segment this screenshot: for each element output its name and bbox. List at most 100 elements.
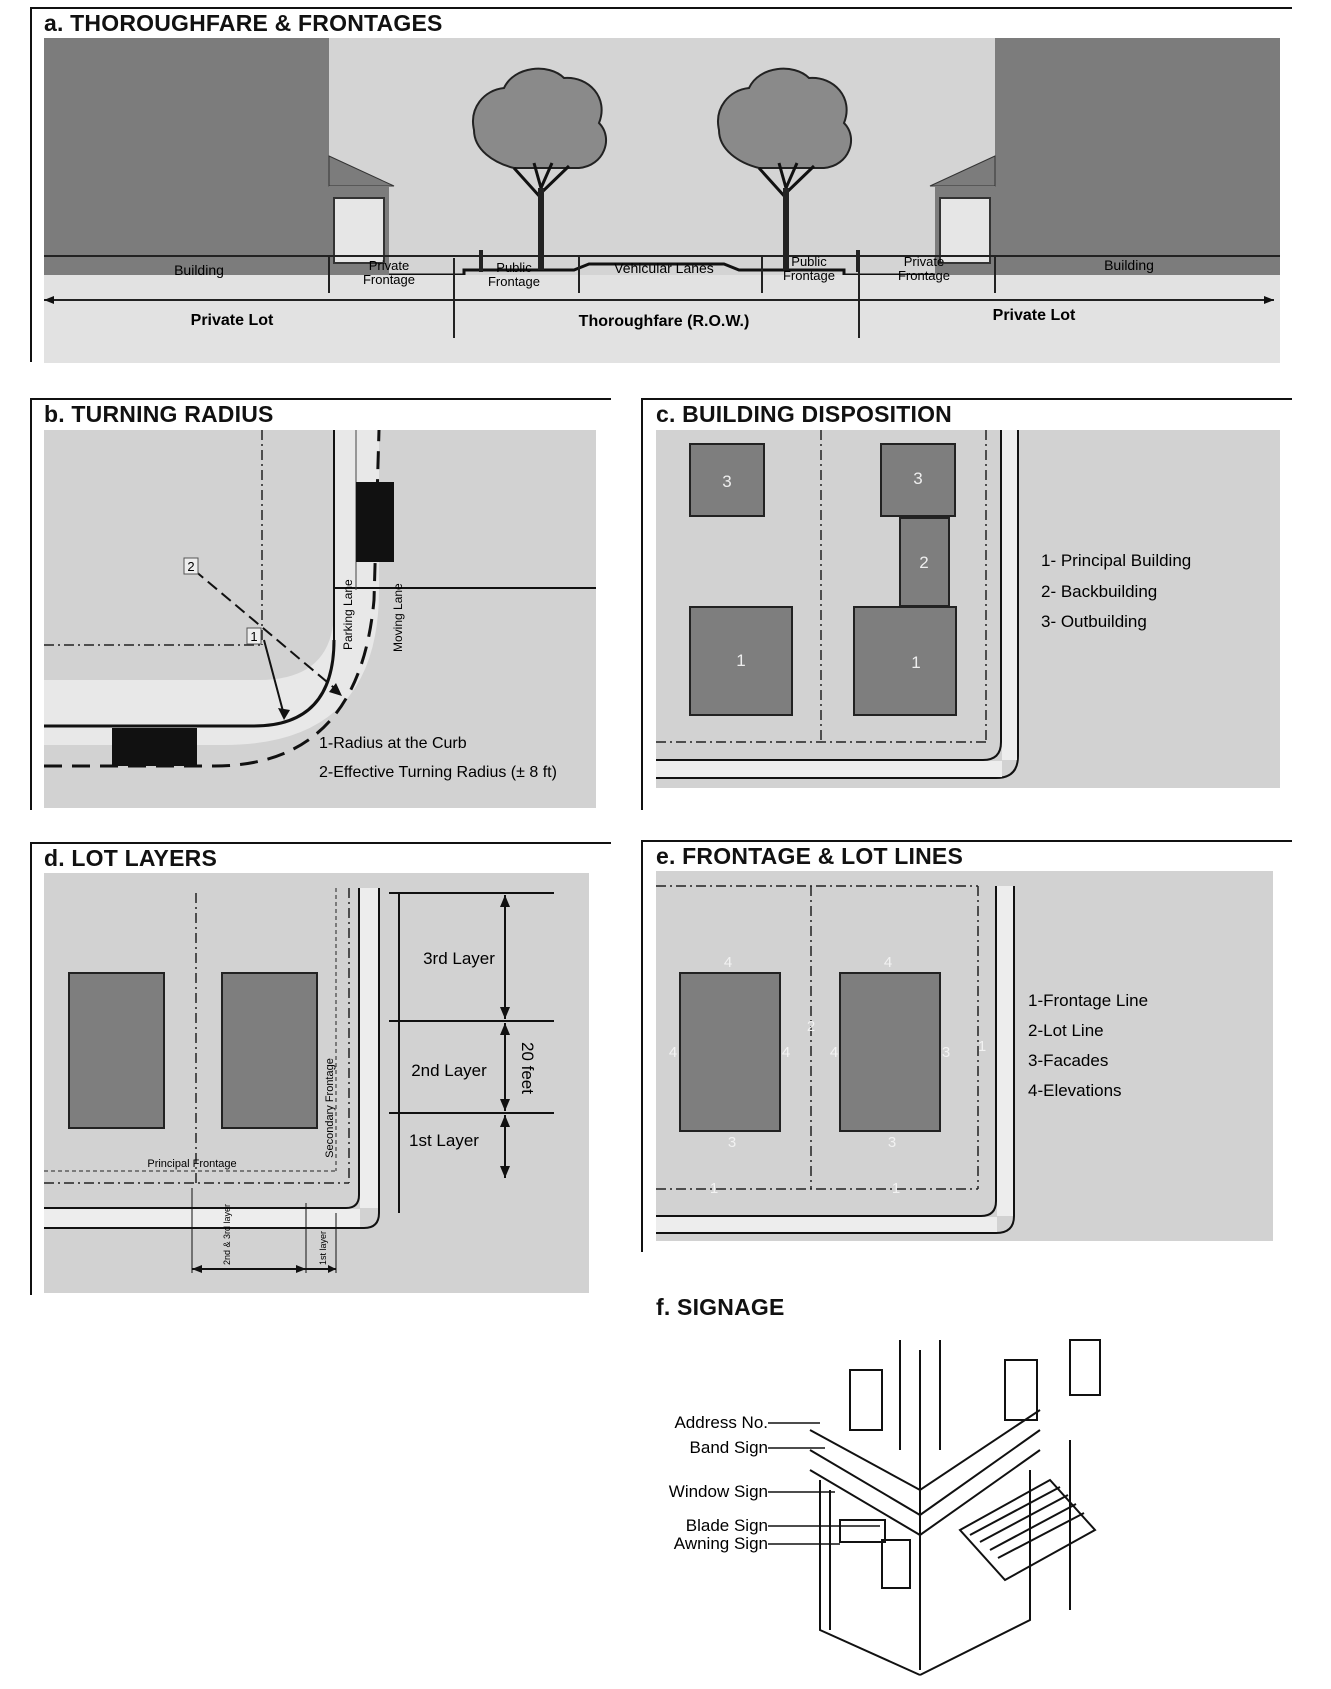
- label-public-frontage-left-1: Public: [496, 260, 532, 275]
- street-profile: [389, 262, 935, 277]
- marker-2: 2: [187, 559, 194, 574]
- label-frontage-line-1-b: 1: [710, 1180, 718, 1197]
- legend-elevations: 4-Elevations: [1028, 1081, 1122, 1100]
- label-building-right: Building: [1104, 257, 1154, 273]
- turning-radius-diagram: 2 1 Parking Lane Moving Lane 1-Radius at…: [44, 430, 596, 808]
- label-2nd-3rd-layer: 2nd & 3rd layer: [222, 1204, 232, 1265]
- lot-layers-diagram: Principal Frontage Secondary Frontage 3r…: [44, 873, 589, 1293]
- label-moving-lane: Moving Lane: [391, 583, 405, 652]
- panel-d-title: d. LOT LAYERS: [44, 845, 217, 871]
- marker-1: 1: [250, 629, 257, 644]
- tree-right: [717, 67, 853, 270]
- outbuilding-left: [689, 443, 765, 517]
- building-number-2: 2: [919, 553, 928, 572]
- principal-building-left: [689, 606, 793, 716]
- label-elevation-4-e: 4: [830, 1044, 838, 1061]
- storefront-sketch: [809, 1339, 1101, 1676]
- panel-a-title: a. THOROUGHFARE & FRONTAGES: [44, 10, 443, 36]
- label-elevation-4-c: 4: [782, 1044, 790, 1061]
- label-awning-sign: Awning Sign: [674, 1534, 768, 1553]
- panel-b-left-rule: [30, 398, 32, 810]
- label-thoroughfare-row: Thoroughfare (R.O.W.): [579, 313, 750, 330]
- panel-c-top-rule: [641, 398, 1292, 400]
- label-vehicular-lanes: Vehicular Lanes: [614, 260, 714, 276]
- porch-left: [333, 197, 385, 264]
- panel-a-top-rule: [30, 7, 1292, 9]
- label-address-no: Address No.: [674, 1413, 768, 1432]
- panel-e-title: e. FRONTAGE & LOT LINES: [656, 843, 964, 869]
- label-facade-3-a: 3: [728, 1134, 736, 1151]
- building-left: [679, 972, 781, 1132]
- building-number-1-left: 1: [736, 651, 745, 670]
- label-private-frontage-left-1: Private: [369, 258, 409, 273]
- label-parking-lane: Parking Lane: [341, 579, 355, 650]
- parked-car-vertical: [356, 482, 394, 562]
- label-3rd-layer: 3rd Layer: [423, 949, 495, 968]
- backbuilding: [899, 517, 950, 607]
- label-1st-layer: 1st Layer: [409, 1131, 479, 1150]
- tree-left: [472, 67, 608, 270]
- legend-principal-building: 1- Principal Building: [1041, 551, 1191, 570]
- legend-lot-line: 2-Lot Line: [1028, 1021, 1104, 1040]
- panel-c-title: c. BUILDING DISPOSITION: [656, 401, 952, 427]
- building-left-body: [44, 38, 329, 275]
- building-lot-right: [221, 972, 318, 1129]
- building-right: [995, 38, 1280, 275]
- building-disposition-diagram: 3 1 3 2 1 1- Principal Building 2- Backb…: [656, 430, 1280, 788]
- label-blade-sign: Blade Sign: [686, 1516, 768, 1535]
- label-secondary-frontage: Secondary Frontage: [324, 1058, 336, 1158]
- principal-building-right: [853, 606, 957, 716]
- label-private-lot-left: Private Lot: [191, 312, 274, 329]
- label-public-frontage-right-2: Frontage: [783, 268, 835, 283]
- thoroughfare-section-diagram: Building Private Frontage Public Frontag…: [44, 38, 1280, 363]
- label-building-left: Building: [174, 262, 224, 278]
- building-number-1-right: 1: [911, 653, 920, 672]
- panel-d-left-rule: [30, 842, 32, 1295]
- label-frontage-line-1-c: 1: [892, 1180, 900, 1197]
- label-private-lot-right: Private Lot: [993, 307, 1076, 324]
- label-band-sign: Band Sign: [690, 1438, 768, 1457]
- curb-line: [44, 639, 336, 728]
- building-number-3-left: 3: [722, 472, 731, 491]
- label-window-sign: Window Sign: [669, 1482, 768, 1501]
- legend-backbuilding: 2- Backbuilding: [1041, 582, 1157, 601]
- legend-effective-radius: 2-Effective Turning Radius (± 8 ft): [319, 764, 557, 781]
- building-right: [839, 972, 941, 1132]
- panel-f-title: f. SIGNAGE: [656, 1294, 785, 1320]
- legend-facades: 3-Facades: [1028, 1051, 1108, 1070]
- frontage-lot-lines-diagram: 4 4 4 3 4 4 3 3 2 1 1 1 1-Frontage Line …: [656, 871, 1273, 1241]
- parked-car-horizontal: [112, 728, 197, 766]
- panel-b-title: b. TURNING RADIUS: [44, 401, 274, 427]
- label-principal-frontage: Principal Frontage: [147, 1158, 236, 1170]
- building-number-3-right: 3: [913, 469, 922, 488]
- label-frontage-line-1-a: 1: [978, 1038, 986, 1055]
- label-1st-layer-small: 1st layer: [318, 1231, 328, 1265]
- panel-c-left-rule: [641, 398, 643, 810]
- road-surface: [44, 430, 379, 745]
- building-lot-left: [68, 972, 165, 1129]
- label-elevation-4-b: 4: [669, 1044, 677, 1061]
- legend-radius-curb: 1-Radius at the Curb: [319, 735, 467, 752]
- label-public-frontage-left-2: Frontage: [488, 274, 540, 289]
- panel-a-left-rule: [30, 7, 32, 362]
- label-20-feet: 20 feet: [518, 1042, 537, 1094]
- label-public-frontage-right-1: Public: [791, 254, 827, 269]
- label-elevation-4-d: 4: [884, 954, 892, 971]
- panel-e-top-rule: [641, 840, 1292, 842]
- label-private-frontage-right-1: Private: [904, 254, 944, 269]
- label-2nd-layer: 2nd Layer: [411, 1061, 487, 1080]
- legend-frontage-line: 1-Frontage Line: [1028, 991, 1148, 1010]
- label-facade-3-b: 3: [942, 1044, 950, 1061]
- porch-right: [939, 197, 991, 264]
- signage-illustration: Address No. Band Sign Window Sign Blade …: [669, 1339, 1101, 1676]
- label-private-frontage-left-2: Frontage: [363, 272, 415, 287]
- label-elevation-4-a: 4: [724, 954, 732, 971]
- panel-d-top-rule: [30, 842, 611, 844]
- outbuilding-right: [880, 443, 956, 517]
- panel-b-top-rule: [30, 398, 611, 400]
- label-private-frontage-right-2: Frontage: [898, 268, 950, 283]
- label-facade-3-c: 3: [888, 1134, 896, 1151]
- legend-outbuilding: 3- Outbuilding: [1041, 612, 1147, 631]
- effective-radius-line: [44, 430, 381, 768]
- label-lot-line-2: 2: [807, 1018, 815, 1035]
